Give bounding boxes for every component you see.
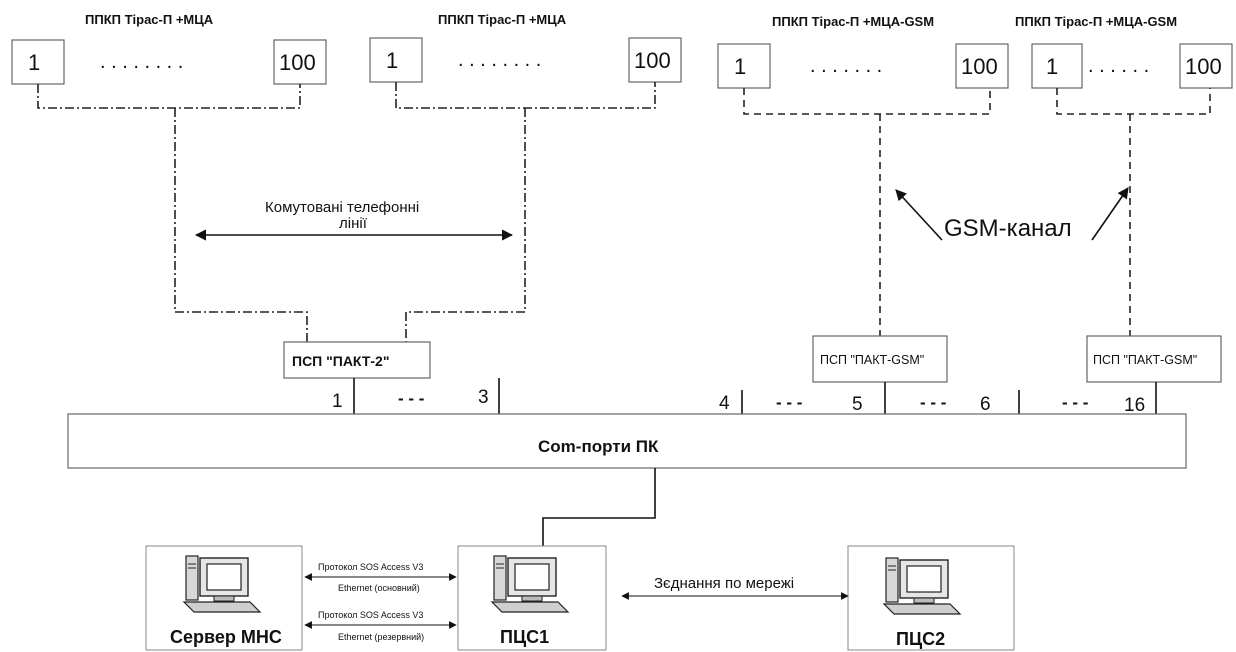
panel-group-2: ППКП Тірас-П +МЦА 1 . . . . . . . . 100 [369, 12, 682, 83]
telephone-lines [37, 82, 656, 342]
server-mns: Сервер МНС [145, 545, 303, 651]
panel-4-dots: . . . . . . [1088, 55, 1149, 77]
psp-pakt2-label: ПСП "ПАКТ-2" [292, 353, 389, 369]
panel-2-title: ППКП Тірас-П +МЦА [438, 12, 567, 27]
panel-1-last-box [273, 39, 327, 85]
panel-1-last-label: 100 [279, 50, 316, 75]
panel-1-first-box [11, 39, 65, 85]
port-dashes-3: - - - [920, 393, 946, 412]
panel-group-4: ППКП Тірас-П +МЦА-GSM 1 . . . . . . 100 [1015, 14, 1233, 89]
panel-1-title: ППКП Тірас-П +МЦА [85, 12, 214, 27]
panel-3-first-label: 1 [734, 54, 746, 79]
port-dashes-2: - - - [776, 393, 802, 412]
panel-3-title: ППКП Тірас-П +МЦА-GSM [772, 14, 934, 29]
psp-gsm-box-2 [1086, 335, 1222, 383]
panel-2-last-box [628, 37, 682, 83]
port-16-label: 16 [1124, 395, 1145, 416]
com-ports-label: Com-порти ПК [538, 437, 659, 456]
phone-lines-label-1: Комутовані телефонні [265, 199, 419, 216]
server-mns-label: Сервер МНС [170, 627, 282, 647]
panel-1-dots: . . . . . . . . [100, 51, 183, 73]
pcs2: ПЦС2 [847, 545, 1015, 651]
protocol-main-line2: Ethernet (основний) [338, 583, 420, 593]
protocol-backup-line1: Протокол SOS Access V3 [318, 610, 423, 620]
com-to-pcs1-line [542, 468, 656, 546]
port-5-label: 5 [852, 394, 863, 415]
com-ports-bar [67, 413, 1187, 469]
panel-4-title: ППКП Тірас-П +МЦА-GSM [1015, 14, 1177, 29]
panel-2-last-label: 100 [634, 48, 671, 73]
port-ticks [353, 378, 1157, 414]
port-3-label: 3 [478, 387, 489, 408]
panel-group-1: ППКП Тірас-П +МЦА 1 . . . . . . . . 100 [11, 12, 327, 85]
panel-3-last-box [955, 43, 1009, 89]
psp-gsm-label-2: ПСП "ПАКТ-GSM" [1093, 353, 1197, 367]
gsm-arrow-right [1091, 187, 1129, 241]
panel-2-first-label: 1 [386, 48, 398, 73]
gsm-channel-label: GSM-канал [944, 215, 1072, 242]
port-4-label: 4 [719, 393, 730, 414]
port-dashes-1: - - - [398, 389, 424, 408]
protocol-main-line1: Протокол SOS Access V3 [318, 562, 423, 572]
phone-lines-label-2: лінії [339, 215, 368, 232]
port-6-label: 6 [980, 394, 991, 415]
port-1-label: 1 [332, 391, 343, 412]
protocol-backup-line2: Ethernet (резервний) [338, 632, 424, 642]
panel-4-first-label: 1 [1046, 54, 1058, 79]
psp-gsm-label-1: ПСП "ПАКТ-GSM" [820, 353, 924, 367]
panel-3-last-label: 100 [961, 54, 998, 79]
panel-3-dots: . . . . . . . [810, 55, 882, 77]
gsm-lines [743, 88, 1211, 336]
psp-pakt2-box [283, 341, 431, 379]
panel-group-3: ППКП Тірас-П +МЦА-GSM 1 . . . . . . . 10… [717, 14, 1009, 89]
gsm-arrow-left [895, 189, 943, 241]
pcs1: ПЦС1 [457, 545, 607, 651]
psp-gsm-box-1 [812, 335, 948, 383]
panel-2-dots: . . . . . . . . [458, 49, 541, 71]
port-dashes-4: - - - [1062, 393, 1088, 412]
panel-4-last-box [1179, 43, 1233, 89]
panel-4-last-label: 100 [1185, 54, 1222, 79]
pcs1-label: ПЦС1 [500, 627, 549, 647]
pcs2-label: ПЦС2 [896, 629, 945, 649]
panel-1-first-label: 1 [28, 50, 40, 75]
network-link-label: Зєднання по мережі [654, 575, 794, 592]
